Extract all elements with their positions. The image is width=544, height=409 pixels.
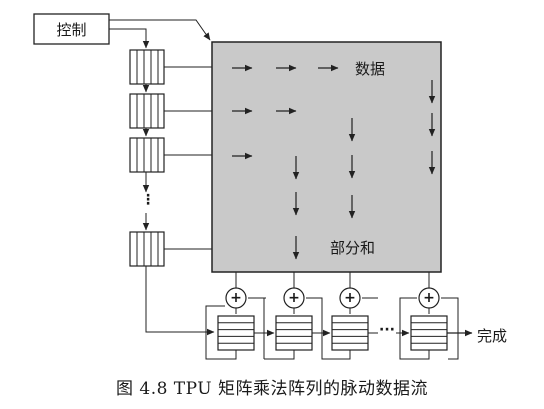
matrix-unit	[211, 41, 442, 273]
accumulator-ellipsis: ···	[379, 322, 395, 338]
accumulator-unit-1	[205, 297, 266, 360]
adder-plus: +	[230, 290, 242, 306]
done-label: 完成	[477, 327, 508, 345]
control-to-matrix-line	[109, 19, 211, 41]
data-label: 数据	[355, 60, 386, 78]
adder-circle	[339, 287, 361, 309]
partial-sum-label: 部分和	[330, 239, 376, 257]
control-label: 控制	[56, 21, 87, 39]
accumulator-unit-3	[306, 297, 378, 360]
input-queue-3	[129, 137, 165, 173]
adder-circle	[418, 287, 440, 309]
adder-plus: +	[288, 290, 300, 306]
queue-to-accumulator-line	[145, 266, 215, 336]
adder-plus: +	[344, 290, 356, 306]
adder-plus: +	[423, 290, 435, 306]
adder-circle	[283, 287, 305, 309]
accumulator-unit-n	[399, 297, 459, 360]
input-queue-2	[129, 93, 165, 129]
input-queue-n	[129, 231, 165, 267]
figure-caption: 图 4.8 TPU 矩阵乘法阵列的脉动数据流	[115, 379, 429, 399]
control-box	[33, 13, 110, 45]
queue-ellipsis: ⋮	[141, 192, 155, 208]
accumulator-unit-2	[263, 298, 313, 360]
adder-circle	[225, 287, 247, 309]
control-to-queue-line	[109, 28, 150, 49]
input-queue-1	[129, 49, 165, 85]
